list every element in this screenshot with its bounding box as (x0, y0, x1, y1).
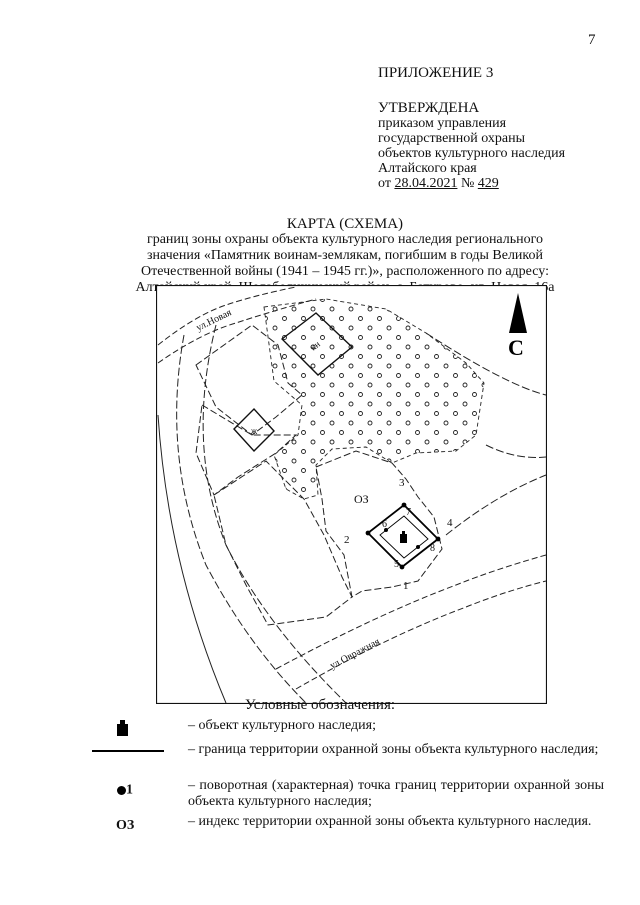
dotted-territory (263, 298, 485, 500)
north-arrow: С (508, 293, 527, 360)
turning-point (399, 564, 405, 570)
approval-line: Алтайского края (378, 161, 477, 176)
legend-heading: Условные обозначения: (244, 697, 396, 713)
street-edge (295, 580, 547, 690)
building-zh: ж (233, 407, 275, 453)
turning-point (401, 502, 407, 508)
heritage-object-mark (400, 531, 407, 543)
approval-line: объектов культурного наследия (378, 146, 566, 161)
street-edge (157, 298, 317, 364)
approval-number: 429 (477, 176, 499, 191)
turning-point (365, 530, 371, 536)
map-title: КАРТА (СХЕМА) границ зоны охраны объекта… (100, 216, 590, 296)
point-label: 8 (430, 543, 435, 554)
map-frame (155, 284, 548, 705)
north-letter: С (508, 335, 524, 360)
approved-heading: УТВЕРЖДЕНА (378, 100, 480, 116)
point-label: 2 (344, 534, 350, 546)
map-title-line: Отечественной войны (1941 – 1945 гг.)», … (141, 264, 549, 279)
turning-point-symbol-label: 1 (126, 782, 133, 798)
map-title-line: значения «Памятник воинам-землякам, поги… (146, 248, 544, 263)
legend-text: – граница территории охранной зоны объек… (188, 742, 599, 757)
approval-block: ПРИЛОЖЕНИЕ 3 УТВЕРЖДЕНА приказом управле… (378, 65, 628, 192)
approval-date-line: от 28.04.2021 № 429 (378, 176, 628, 191)
road-edge (157, 414, 227, 704)
turning-point (416, 545, 420, 549)
road-edge (425, 332, 547, 396)
boundary-line-symbol (92, 750, 164, 752)
map-title-heading: КАРТА (СХЕМА) (286, 216, 404, 232)
approval-line: государственной охраны (378, 131, 526, 146)
turning-point-symbol: 1 (117, 781, 133, 799)
approval-line: приказом управления (378, 116, 507, 131)
approval-date: 28.04.2021 (394, 176, 458, 191)
road-edge (176, 334, 307, 704)
turning-point (384, 528, 388, 532)
building-label: ж (250, 426, 258, 436)
plot-boundary (195, 324, 303, 436)
road-edge (445, 474, 547, 536)
legend-text: – индекс территории охранной зоны объект… (188, 814, 592, 829)
point-label: 7 (406, 507, 411, 518)
turning-point (435, 536, 441, 542)
legend-text: – поворотная (характерная) точка границ … (188, 778, 604, 809)
plot-boundary (195, 404, 298, 496)
zone-index-symbol: ОЗ (116, 818, 135, 833)
point-label: 4 (447, 517, 453, 529)
map-title-line: границ зоны охраны объекта культурного н… (146, 232, 544, 247)
plot-boundary (315, 450, 443, 598)
map-scheme: кн ж 3 4 2 1 6 7 (155, 284, 548, 705)
street-novaya (157, 286, 297, 346)
point-label: 3 (399, 477, 405, 489)
number-label: № (460, 176, 475, 191)
point-label: 6 (382, 519, 387, 530)
point-label: 5 (394, 559, 399, 570)
appendix-title: ПРИЛОЖЕНИЕ 3 (378, 65, 494, 81)
point-label: 1 (403, 580, 409, 592)
street-ovrazhnaya (275, 554, 547, 670)
road-edge (485, 444, 547, 458)
from-label: от (378, 176, 391, 191)
legend-text: – объект культурного наследия; (188, 718, 376, 733)
protection-zone (365, 502, 441, 570)
zone-index-label: ОЗ (354, 492, 369, 506)
page-number: 7 (588, 32, 596, 48)
